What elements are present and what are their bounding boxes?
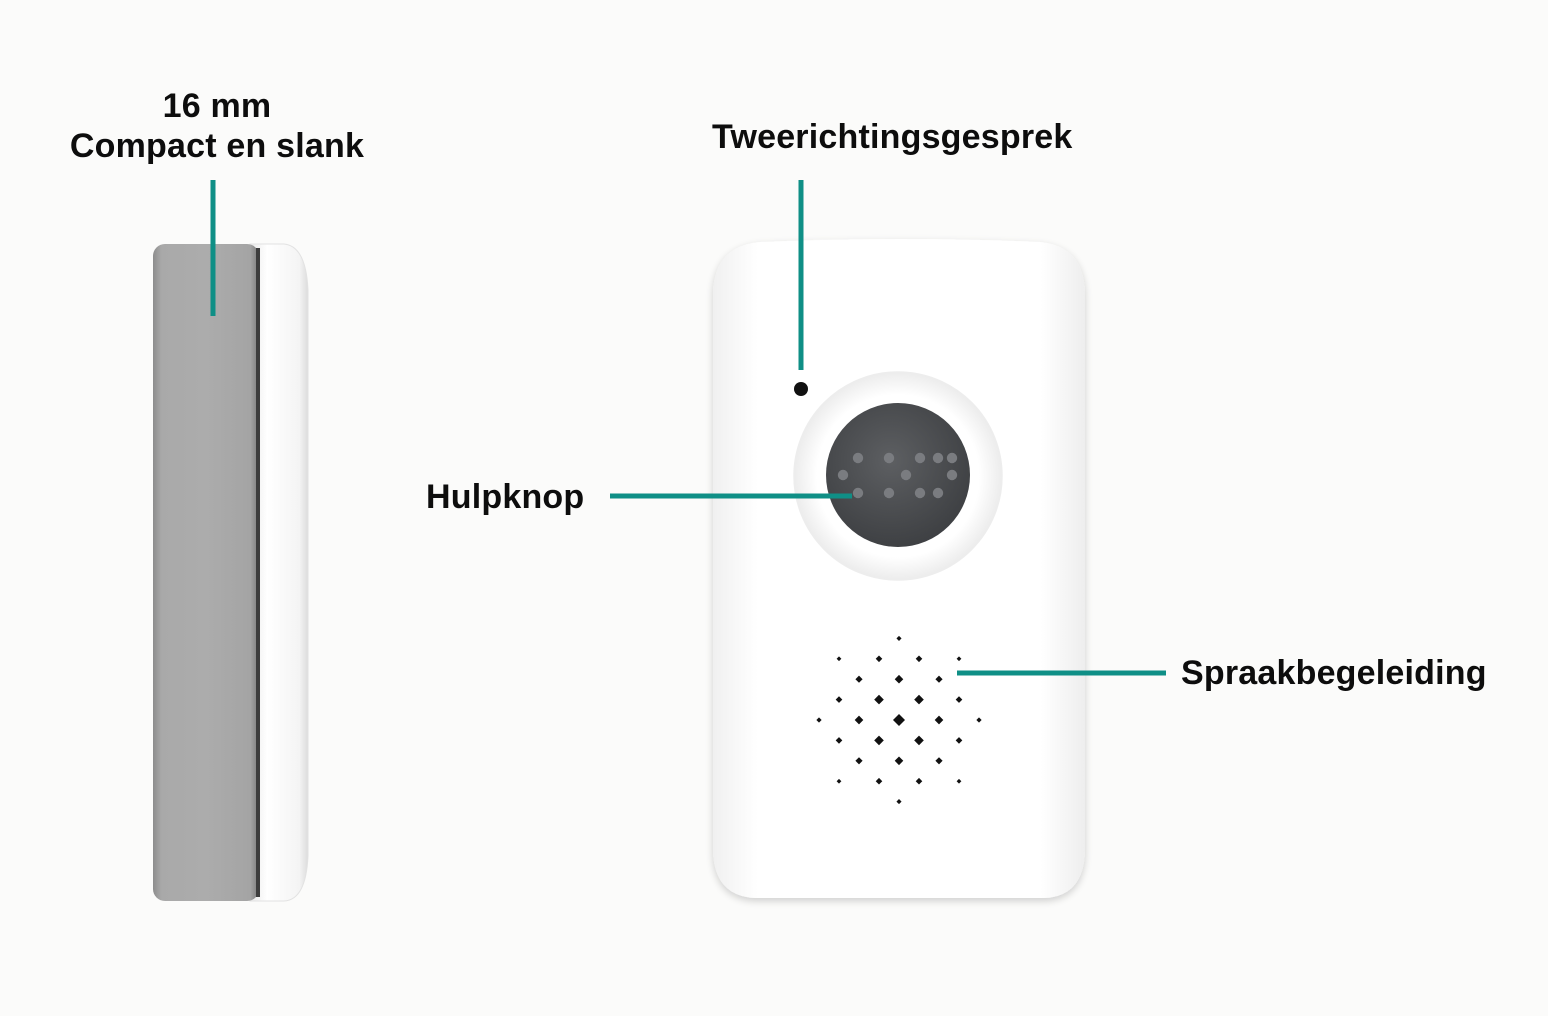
speaker-hole — [956, 778, 962, 784]
braille-dot — [883, 487, 895, 499]
braille-dot — [852, 452, 864, 464]
speaker-hole — [894, 756, 904, 766]
braille-dot — [932, 452, 944, 464]
side-seam — [256, 248, 260, 897]
speaker-hole — [955, 696, 963, 703]
speaker-hole — [874, 694, 884, 705]
braille-dot — [900, 469, 912, 481]
braille-dot — [837, 469, 849, 481]
speaker-hole — [976, 717, 982, 723]
braille-dots — [837, 452, 958, 499]
braille-dot — [946, 469, 958, 481]
braille-dot — [914, 452, 926, 464]
speaker-grille — [816, 635, 982, 805]
speaker-hole — [875, 777, 883, 785]
thickness-value: 16 mm — [162, 87, 272, 125]
speaker-hole — [836, 656, 842, 662]
speaker-hole — [855, 757, 863, 765]
thickness-caption: Compact en slank — [69, 127, 365, 165]
speaker-hole — [934, 715, 944, 725]
speaker-hole — [915, 777, 923, 785]
speaker-hole — [914, 694, 924, 705]
speaker-hole — [835, 696, 843, 703]
speaker-hole — [835, 737, 843, 744]
speaker-hole — [874, 735, 884, 746]
help-button-label: Hulpknop — [426, 478, 585, 516]
speaker-hole — [836, 778, 842, 784]
speaker-hole — [914, 735, 924, 746]
device-side-view — [153, 243, 309, 902]
speaker-hole — [956, 656, 962, 662]
speaker-hole — [935, 675, 943, 683]
voice-guidance-label: Spraakbegeleiding — [1181, 654, 1487, 692]
speaker-hole — [875, 655, 883, 663]
braille-dot — [946, 452, 958, 464]
two-way-talk-label: Tweerichtingsgesprek — [712, 118, 1073, 156]
thickness-label: 16 mm Compact en slank — [40, 86, 394, 166]
speaker-hole — [892, 713, 906, 727]
speaker-hole — [816, 717, 822, 723]
speaker-hole — [935, 757, 943, 765]
braille-dot — [932, 487, 944, 499]
speaker-hole — [955, 737, 963, 744]
help-button — [826, 403, 970, 547]
braille-dot — [914, 487, 926, 499]
braille-dot — [852, 487, 864, 499]
speaker-hole — [915, 655, 923, 663]
speaker-hole — [854, 715, 864, 725]
microphone-hole — [794, 382, 808, 396]
side-front-panel — [249, 243, 309, 902]
braille-dot — [883, 452, 895, 464]
side-back-shell — [153, 244, 259, 901]
speaker-hole — [855, 675, 863, 683]
speaker-hole — [894, 674, 904, 684]
